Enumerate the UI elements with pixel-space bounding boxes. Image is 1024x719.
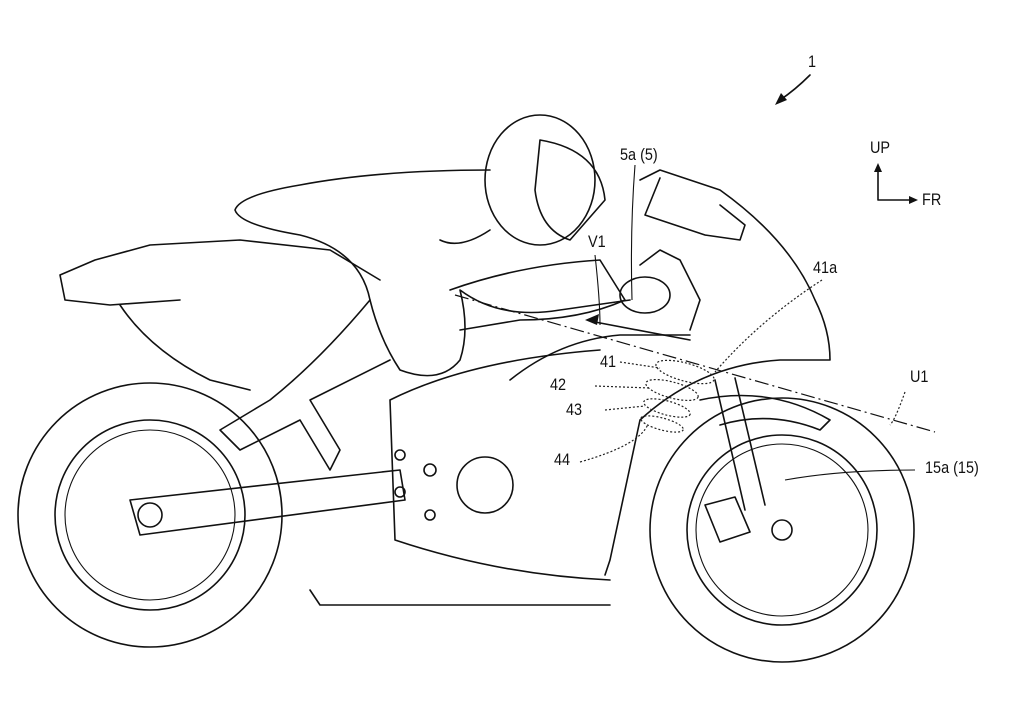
label-44: 44 (554, 450, 571, 469)
reference-arrow (779, 74, 811, 101)
fuel-tank (449, 259, 626, 331)
front-wheel (649, 397, 915, 663)
label-15a: 15a (15) (925, 458, 979, 477)
front-fairing (509, 169, 831, 576)
label-41a: 41a (813, 258, 838, 277)
swingarm (129, 469, 406, 536)
label-5a: 5a (5) (620, 145, 658, 164)
label-42: 42 (550, 375, 567, 394)
label-reference-1: 1 (808, 52, 817, 71)
label-41: 41 (600, 352, 617, 371)
label-u1: U1 (910, 367, 929, 386)
rear-wheel (17, 382, 283, 648)
front-fork (714, 377, 766, 511)
direction-indicator (874, 163, 918, 204)
label-v1: V1 (588, 232, 606, 251)
rider (219, 114, 701, 471)
arrow-v1 (594, 321, 691, 341)
label-fr: FR (922, 190, 942, 209)
lower-cowl (309, 349, 611, 606)
engine-cover (456, 456, 514, 514)
tail-section (59, 239, 381, 391)
front-fender (699, 394, 831, 431)
line-u1 (454, 294, 936, 433)
label-43: 43 (566, 400, 583, 419)
label-up: UP (870, 138, 891, 157)
